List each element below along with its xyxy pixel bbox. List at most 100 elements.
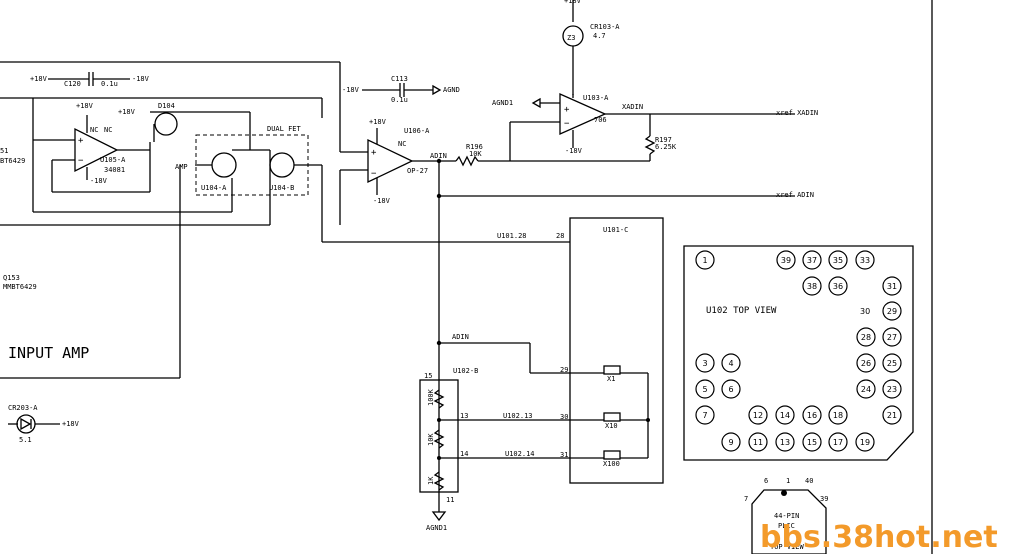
u102b-ladder <box>433 389 445 491</box>
plcc-pin-circle-12 <box>748 405 768 425</box>
pin-28: 28 <box>556 232 564 240</box>
left-wiring <box>0 61 570 379</box>
u104b-label: U104-B <box>269 184 294 192</box>
plcc-pin-circle-25 <box>882 353 902 373</box>
c120-value: 0.1u <box>101 80 118 88</box>
pin-15: 15 <box>424 372 432 380</box>
plcc-pin-circle-7 <box>695 405 715 425</box>
plcc-pin-39: 39 <box>820 495 828 503</box>
plcc-pin-circle-21 <box>882 405 902 425</box>
u106-part: OP-27 <box>407 167 428 175</box>
x1-label: X1 <box>607 375 615 383</box>
plcc-pin-circle-16 <box>802 405 822 425</box>
u102b-block <box>419 379 459 493</box>
plcc-pin-circle-33 <box>855 250 875 270</box>
c113-value: 0.1u <box>391 96 408 104</box>
watermark: bbs.38hot.net <box>760 520 998 554</box>
svg-text:+: + <box>78 136 84 146</box>
c113-supply-neg: -18V <box>342 86 360 94</box>
plcc-label-2: PLCC <box>778 522 795 530</box>
r196-label: R196 <box>466 143 483 151</box>
plcc-pin-circle-17 <box>828 432 848 452</box>
plcc-pin-circle-19 <box>855 432 875 452</box>
q153-part: MMBT6429 <box>3 283 37 291</box>
u103-part: 706 <box>594 116 607 124</box>
u101c-switches <box>439 342 650 460</box>
adin-label: ADIN <box>430 152 447 160</box>
q153-label: Q153 <box>3 274 20 282</box>
plcc-pin-circle-6 <box>721 379 741 399</box>
dual-fet-label: DUAL FET <box>267 125 302 133</box>
plcc-pin-label-29: 29 <box>887 307 897 316</box>
cr103-zener <box>562 0 584 95</box>
u101c-block <box>569 217 664 484</box>
plcc-pin-circle-18 <box>828 405 848 425</box>
plcc-label-1: 44-PIN <box>774 512 799 520</box>
agnd1-bottom-label: AGND1 <box>426 524 447 532</box>
r10k-label: 10K <box>427 433 435 446</box>
plcc-pin-circle-5 <box>695 379 715 399</box>
u102-package-outline <box>683 245 914 461</box>
plcc-pin-circle-11 <box>748 432 768 452</box>
cr103-symbol: Z3 <box>567 34 575 42</box>
x10-label: X10 <box>605 422 618 430</box>
plcc-pin-label-14: 14 <box>780 411 790 420</box>
svg-text:+: + <box>371 148 377 158</box>
u106-nc: NC <box>398 140 406 148</box>
c120-supply-pos: +18V <box>30 75 48 83</box>
plcc-pin-label-12: 12 <box>753 411 763 420</box>
u106-supply-neg: -18V <box>373 197 391 205</box>
plcc-pin-label-30: 30 <box>860 307 870 316</box>
agnd1-label: AGND1 <box>492 99 513 107</box>
plcc-pin-circle-13 <box>775 432 795 452</box>
plcc-pin-label-31: 31 <box>887 282 897 291</box>
adin-label-2: ADIN <box>452 333 469 341</box>
plcc-pin-label-4: 4 <box>728 359 733 368</box>
plcc-pin-1: 1 <box>786 477 790 485</box>
plcc-pin-circle-24 <box>856 379 876 399</box>
plcc-pin-circle-38 <box>802 276 822 296</box>
u105-nc-2: NC <box>104 126 112 134</box>
plcc-pin-circle-37 <box>802 250 822 270</box>
svg-text:+: + <box>564 105 570 115</box>
u102-top-view-label: U102 TOP VIEW <box>706 306 777 316</box>
u106-opamp <box>340 128 414 195</box>
cr203-diode <box>8 414 60 434</box>
u105-part: 34081 <box>104 166 125 174</box>
plcc-pin-6: 6 <box>764 477 768 485</box>
plcc-pin-label-7: 7 <box>702 411 707 420</box>
plcc-pin-circle-26 <box>856 353 876 373</box>
q151-label-b: BT6429 <box>0 157 25 165</box>
pin-29: 29 <box>560 366 568 374</box>
adin-bus <box>431 158 795 522</box>
plcc-pin-circle-9 <box>721 432 741 452</box>
plcc-pin-label-26: 26 <box>861 359 871 368</box>
u105-supply-neg: -18V <box>90 177 108 185</box>
plcc-pin-circle-15 <box>802 432 822 452</box>
plcc-pin-label-25: 25 <box>887 359 897 368</box>
plcc-pin-circle-27 <box>882 327 902 347</box>
plcc-pin-label-18: 18 <box>833 411 843 420</box>
plcc-pin-circle-23 <box>882 379 902 399</box>
u105-label: U105-A <box>100 156 126 164</box>
plcc-pin-label-35: 35 <box>833 256 843 265</box>
r196-resistor <box>412 155 510 167</box>
u105-supply-pos: +18V <box>76 102 94 110</box>
d104-label: D104 <box>158 102 175 110</box>
q151-label-a: 51 <box>0 147 8 155</box>
u103-opamp <box>509 92 795 161</box>
u102b-label: U102-B <box>453 367 478 375</box>
cr103-label: CR103-A <box>590 23 620 31</box>
c113-label: C113 <box>391 75 408 83</box>
u106-label: U106-A <box>404 127 430 135</box>
pin-13: 13 <box>460 412 468 420</box>
pin-14: 14 <box>460 450 468 458</box>
plcc-pin-label-1: 1 <box>702 256 707 265</box>
plcc-pin-circle-39 <box>776 250 796 270</box>
plcc-pin-label-19: 19 <box>860 438 870 447</box>
plcc-pin-circle-35 <box>828 250 848 270</box>
plcc-pin-label-28: 28 <box>861 333 871 342</box>
